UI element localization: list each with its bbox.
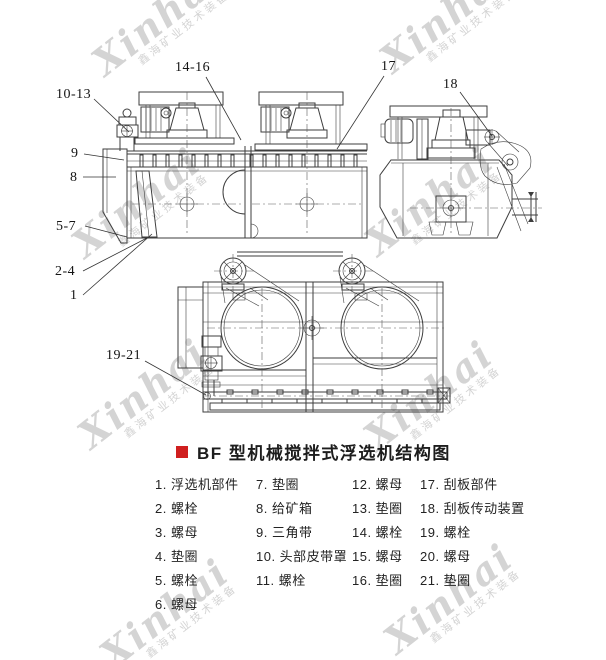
part-item: 19. 螺栓 [420,525,471,540]
part-item: 20. 螺母 [420,549,471,564]
part-item: 1. 浮选机部件 [155,477,239,492]
callout-17: 17 [381,59,396,74]
parts-list-column-1: 1. 浮选机部件 2. 螺栓 3. 螺母 4. 垫圈 5. 螺栓 6. 螺母 [155,473,238,617]
parts-list-column-3: 12. 螺母 13. 垫圈 14. 螺栓 15. 螺母 16. 垫圈 [352,473,403,593]
part-item: 6. 螺母 [155,597,198,612]
part-item: 10. 头部皮带罩 [256,549,348,564]
part-item: 5. 螺栓 [155,573,198,588]
callout-8: 8 [70,170,78,185]
part-item: 21. 垫圈 [420,573,471,588]
callout-19-21: 19-21 [106,348,142,363]
part-item: 17. 刮板部件 [420,477,498,492]
parts-list-column-2: 7. 垫圈 8. 给矿箱 9. 三角带 10. 头部皮带罩 11. 螺栓 [256,473,347,593]
part-item: 12. 螺母 [352,477,403,492]
part-item: 7. 垫圈 [256,477,299,492]
callout-10-13: 10-13 [56,87,92,102]
parts-list-column-4: 17. 刮板部件 18. 刮板传动装置 19. 螺栓 20. 螺母 21. 垫圈 [420,473,525,593]
diagram-title: BF 型机械搅拌式浮选机结构图 [197,444,451,463]
front-view [177,251,452,413]
callout-9: 9 [71,146,79,161]
part-item: 13. 垫圈 [352,501,403,516]
callout-14-16: 14-16 [175,60,211,75]
part-item: 14. 螺栓 [352,525,403,540]
part-item: 18. 刮板传动装置 [420,501,525,516]
part-item: 11. 螺栓 [256,573,306,588]
part-item: 16. 垫圈 [352,573,403,588]
machine-structure-drawing [82,75,542,413]
part-item: 4. 垫圈 [155,549,198,564]
part-item: 9. 三角带 [256,525,313,540]
end-view [379,105,542,239]
title-bullet-icon [176,445,188,458]
callout-18: 18 [443,77,458,92]
callout-5-7: 5-7 [56,219,77,234]
side-view [102,91,368,244]
diagram-title-row: BF 型机械搅拌式浮选机结构图 [176,439,451,464]
part-item: 2. 螺栓 [155,501,198,516]
part-item: 3. 螺母 [155,525,198,540]
callout-1: 1 [70,288,78,303]
part-item: 15. 螺母 [352,549,403,564]
callout-2-4: 2-4 [55,264,76,279]
part-item: 8. 给矿箱 [256,501,313,516]
callout-leader-lines [82,75,493,396]
